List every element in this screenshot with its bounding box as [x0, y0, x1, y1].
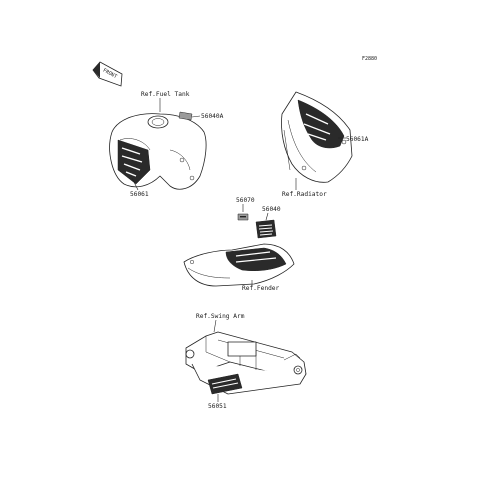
label-56051-drawing [207, 373, 243, 395]
front-arrow-icon: FRONT [92, 61, 123, 87]
part-56051-label: 56051 [208, 403, 227, 410]
diagram-code: F2880 [362, 56, 377, 62]
radiator-shroud-drawing [281, 91, 353, 183]
ref-fuel-tank-label: Ref.Fuel Tank [141, 91, 190, 98]
part-56061A-label: 56061A [346, 136, 369, 143]
part-56040-label: 56040 [262, 206, 281, 213]
ref-fender-label: Ref.Fender [242, 285, 280, 292]
label-56040A-drawing [178, 111, 193, 121]
label-56040-drawing [255, 219, 277, 239]
part-56061-label: 56061 [130, 191, 149, 198]
decal-56061-drawing [117, 139, 151, 185]
part-56040A-label: 56040A [201, 113, 224, 120]
label-56070-drawing [237, 213, 249, 221]
ref-swing-arm-label: Ref.Swing Arm [196, 313, 245, 320]
ref-radiator-label: Ref.Radiator [282, 191, 327, 198]
rear-fender-drawing [183, 243, 295, 287]
swing-arm-drawing [185, 331, 307, 395]
part-56070-label: 56070 [236, 197, 255, 204]
